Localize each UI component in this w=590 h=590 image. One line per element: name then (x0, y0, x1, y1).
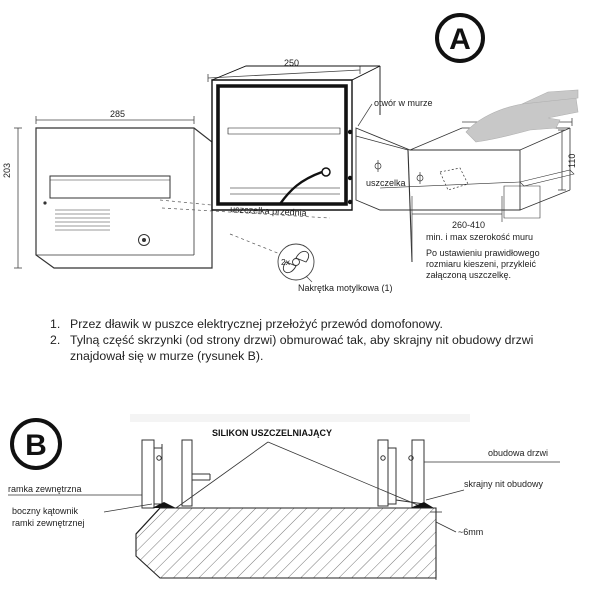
box-width-dimension (207, 66, 361, 82)
front-frame (35, 127, 213, 269)
wall-range-note: min. i max szerokość muru (426, 232, 533, 242)
instructions-list: 1. Przez dławik w puszce elektrycznej pr… (50, 316, 580, 364)
intercom-cable (279, 167, 331, 205)
wing-nut-count: 2x (281, 257, 291, 267)
diagram-a: A 285 203 (2, 13, 579, 293)
svg-text:A: A (449, 23, 471, 56)
leader-outer-rivet (425, 489, 465, 501)
silicone-leaders (175, 441, 421, 509)
dim-box-height: 110 (567, 154, 577, 168)
instruction-number: 2. (50, 333, 61, 347)
wall-sleeve (355, 127, 575, 263)
note-line-3: załączoną uszczelkę. (426, 270, 511, 280)
label-wing-nut: Nakrętka motylkowa (1) (298, 283, 393, 293)
note-line-1: Po ustawieniu prawidłowego (426, 248, 540, 258)
label-gasket: uszczelka (366, 178, 406, 188)
silicone-bead-left (152, 502, 176, 508)
label-wall-opening: otwór w murze (374, 98, 433, 108)
label-front-gasket: uszczelka przednia (230, 204, 307, 218)
leader-side-angle (103, 503, 153, 513)
silicone-bead-right (410, 502, 434, 508)
badge-a: A (435, 13, 485, 63)
leader-wall-opening (357, 103, 373, 127)
diagram-b: B SILIKON USZCZELNIAJĄCY (8, 414, 560, 580)
instruction-text: Tylną część skrzynki (od strony drzwi) o… (70, 333, 534, 363)
wall-range: 260-410 (452, 220, 485, 230)
label-side-angle: boczny kątownik (12, 506, 79, 516)
frame-dimensions (14, 116, 195, 269)
label-outer-rivet: skrajny nit obudowy (464, 479, 544, 489)
gap-marker (430, 508, 457, 580)
badge-b: B (10, 418, 62, 470)
lock-icon (138, 234, 150, 246)
note-line-2: rozmiaru kieszeni, przykleić (426, 259, 537, 269)
dim-frame-height: 203 (2, 163, 12, 178)
wall-range-dimension (411, 196, 503, 262)
silicone-title: SILIKON USZCZELNIAJĄCY (212, 428, 332, 438)
label-door-housing: obudowa drzwi (488, 448, 548, 458)
label-side-angle-2: ramki zewnętrznej (12, 518, 85, 528)
left-frame-channel (141, 439, 211, 509)
instruction-item: 1. Przez dławik w puszce elektrycznej pr… (50, 316, 580, 332)
wing-nut-icon (277, 243, 315, 281)
label-outer-frame: ramka zewnętrzna (8, 484, 82, 494)
label-gap: ~6mm (458, 527, 483, 537)
hand-illustration (465, 89, 579, 143)
dim-frame-width: 285 (110, 109, 125, 119)
door-housing-channel (377, 439, 425, 509)
top-band (130, 414, 470, 422)
instruction-item: 2. Tylną część skrzynki (od strony drzwi… (50, 332, 580, 364)
instruction-text: Przez dławik w puszce elektrycznej przeł… (70, 317, 443, 331)
mailbox-frame (211, 65, 381, 211)
instruction-number: 1. (50, 317, 61, 331)
wall-section (135, 507, 437, 579)
leader-wing-nut (305, 275, 313, 283)
dim-box-width: 250 (284, 58, 299, 68)
svg-text:B: B (25, 429, 47, 462)
